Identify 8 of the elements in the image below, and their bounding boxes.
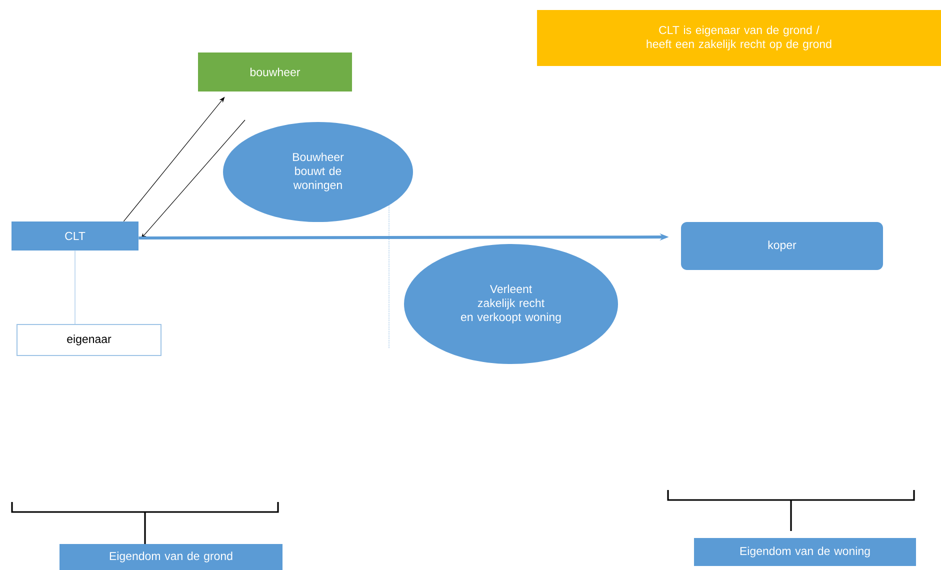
process-box: CLT xyxy=(12,222,138,250)
arrow xyxy=(140,120,246,239)
process-box: eigenaar xyxy=(16,324,162,356)
label-box: Eigendom van de grond xyxy=(60,544,282,570)
process-box: bouwheer xyxy=(198,52,352,92)
process-box: koper xyxy=(681,222,883,270)
note-box: CLT is eigenaar van de grond / heeft een zakelijk recht op de grond xyxy=(537,10,941,66)
label-box: Eigendom van de woning xyxy=(694,538,916,566)
